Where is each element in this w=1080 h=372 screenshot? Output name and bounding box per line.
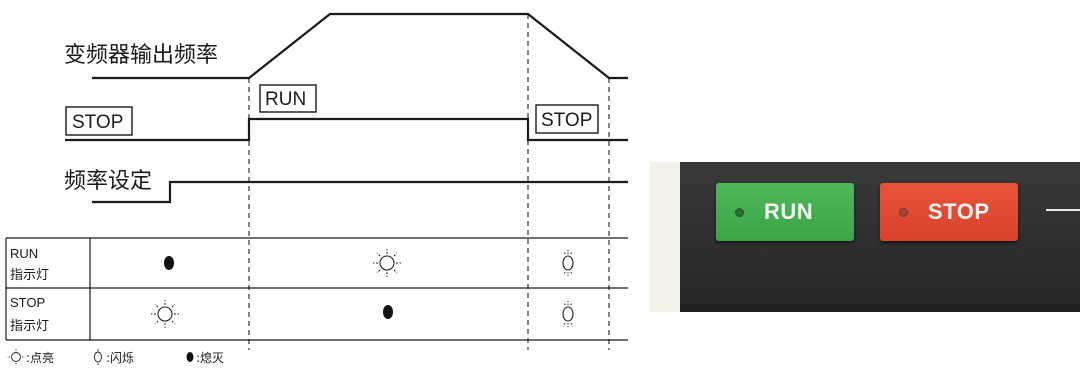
panel-lower-edge — [680, 304, 1080, 312]
led-on-icon — [373, 249, 401, 277]
run-button-label: RUN — [764, 199, 813, 225]
svg-text::熄灭: :熄灭 — [196, 351, 224, 365]
run-button[interactable]: RUN — [716, 183, 854, 241]
svg-text:STOP: STOP — [541, 110, 592, 131]
indicator-table — [6, 238, 628, 340]
stop-indicator-header: STOP 指示灯 — [10, 295, 49, 333]
svg-text:指示灯: 指示灯 — [10, 267, 49, 282]
output-frequency-label: 变频器输出频率 — [64, 43, 218, 68]
control-panel-photo: RUN STOP — [650, 162, 1080, 312]
run-box: RUN — [260, 85, 316, 112]
led-off-icon — [383, 305, 393, 319]
frequency-setting-label: 频率设定 — [64, 169, 152, 194]
stop-box-right: STOP — [536, 105, 598, 133]
led-blink-icon — [563, 301, 573, 327]
legend: :点亮 :闪烁 :熄灭 — [7, 348, 224, 366]
svg-text:RUN: RUN — [265, 89, 306, 110]
run-indicator-header: RUN 指示灯 — [10, 246, 49, 282]
svg-text:RUN: RUN — [10, 246, 38, 261]
led-off-icon — [164, 256, 174, 270]
svg-text:STOP: STOP — [10, 295, 45, 310]
legend-off-icon — [187, 352, 194, 362]
stop-led-icon — [899, 208, 908, 217]
svg-text:STOP: STOP — [72, 112, 123, 133]
legend-blink-icon — [95, 349, 102, 365]
svg-text:指示灯: 指示灯 — [10, 318, 49, 333]
led-on-icon — [151, 300, 179, 328]
stop-button[interactable]: STOP — [880, 183, 1018, 241]
frequency-setting-waveform — [92, 182, 628, 202]
led-blink-icon — [563, 250, 573, 276]
legend-on-icon — [7, 348, 25, 366]
stop-button-label: STOP — [928, 199, 990, 225]
svg-text::点亮: :点亮 — [26, 350, 54, 365]
timing-diagram: 变频器输出频率 STOP RUN STOP 频率设定 RUN 指示灯 STOP … — [0, 0, 640, 372]
panel-edge-mark — [1046, 209, 1080, 211]
svg-text::闪烁: :闪烁 — [106, 351, 134, 365]
stop-box-left: STOP — [66, 107, 132, 135]
run-led-icon — [735, 208, 744, 217]
